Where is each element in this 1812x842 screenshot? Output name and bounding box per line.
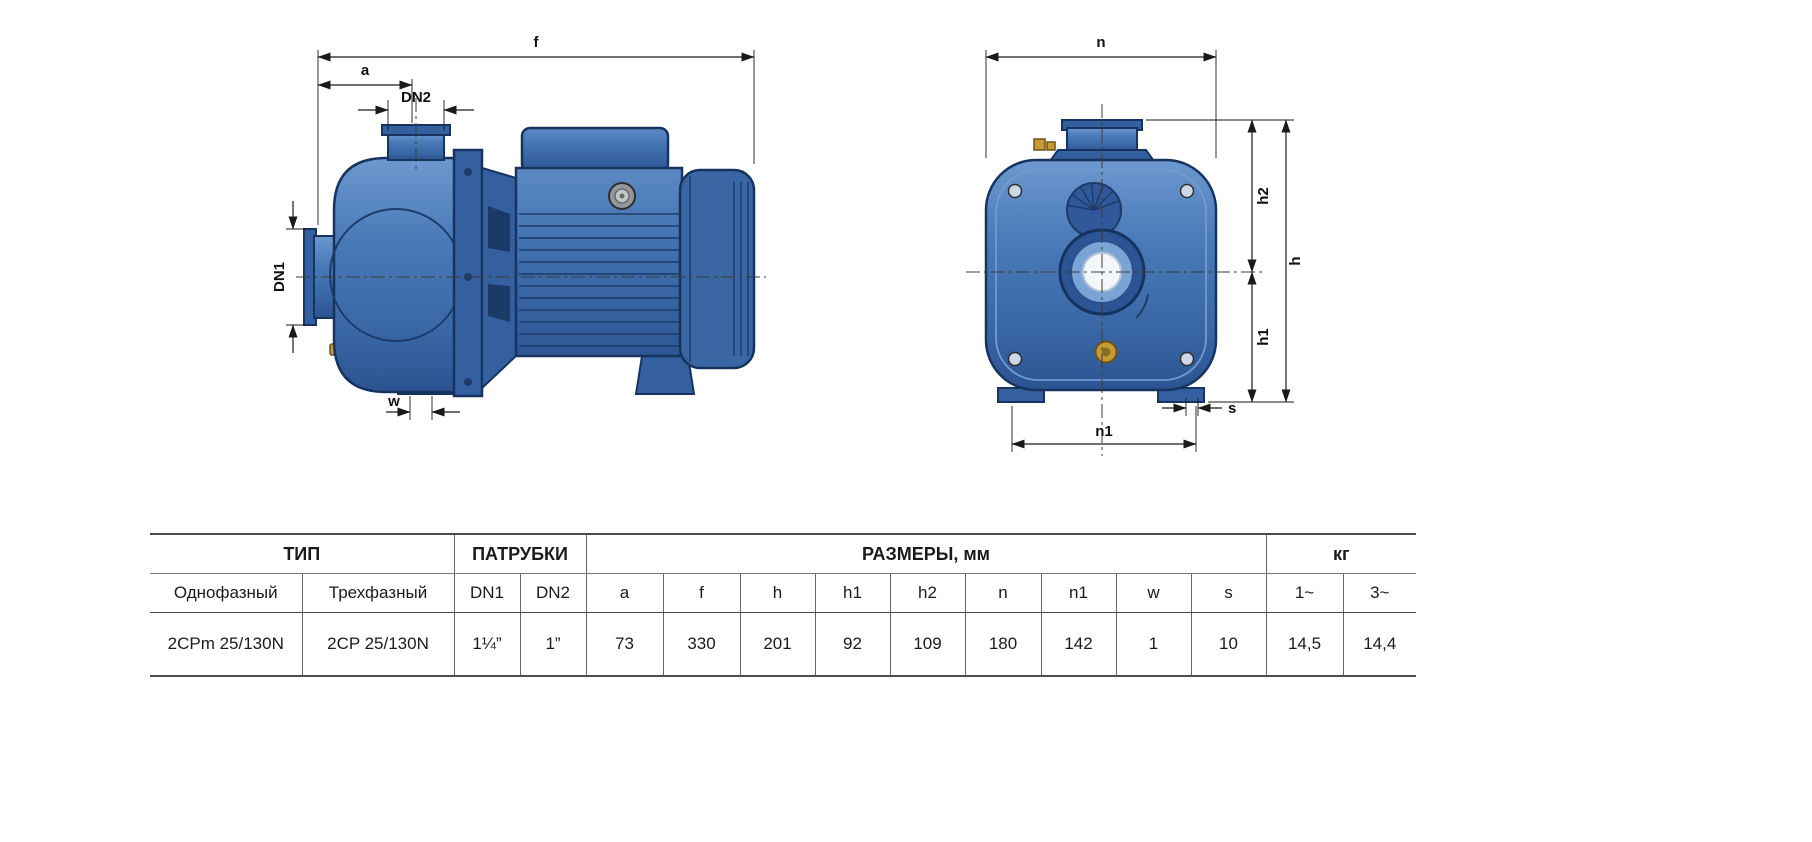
col-header-3ph-weight: 3~ bbox=[1342, 573, 1417, 613]
dim-label-f: f bbox=[534, 34, 540, 51]
value-weight-3ph: 14,4 bbox=[1342, 612, 1417, 676]
dimension-h1: h1 bbox=[1247, 271, 1272, 403]
terminal-box bbox=[520, 126, 670, 174]
bracket-window bbox=[488, 206, 510, 252]
group-header-dimensions: РАЗМЕРЫ, мм bbox=[585, 534, 1267, 574]
group-header-weight: кг bbox=[1265, 534, 1417, 574]
group-header-type: ТИП bbox=[150, 534, 454, 574]
col-header-n: n bbox=[964, 573, 1041, 613]
value-f: 330 bbox=[662, 612, 740, 676]
group-header-row: ТИП ПАТРУБКИ РАЗМЕРЫ, мм кг bbox=[150, 534, 1417, 574]
col-header-a: a bbox=[585, 573, 663, 613]
value-dn1: 1¼” bbox=[453, 612, 520, 676]
dimension-n: n bbox=[985, 34, 1217, 158]
column-header-row: Однофазный Трехфазный DN1 DN2 a f h h1 h… bbox=[150, 573, 1417, 613]
spec-data-row: 2CPm 25/130N 2CP 25/130N 1¼” 1” 73 330 2… bbox=[150, 612, 1417, 676]
dimension-dn2: DN2 bbox=[358, 89, 474, 131]
flange-bolt bbox=[464, 273, 472, 281]
pump-side-view: f a DN2 DN1 w bbox=[271, 34, 766, 420]
cable-gland-center bbox=[619, 193, 625, 199]
dim-label-n: n bbox=[1096, 34, 1105, 51]
motor-fins bbox=[519, 213, 681, 347]
dimension-w: w bbox=[386, 393, 460, 420]
dim-label-h2: h2 bbox=[1255, 187, 1272, 205]
corner-screw bbox=[1179, 351, 1195, 367]
dim-label-w: w bbox=[387, 393, 400, 410]
value-h1: 92 bbox=[814, 612, 890, 676]
corner-screw bbox=[1007, 351, 1023, 367]
col-header-f: f bbox=[662, 573, 740, 613]
value-model-three-phase: 2CP 25/130N bbox=[301, 612, 454, 676]
pump-dimension-drawing: f a DN2 DN1 w bbox=[271, 34, 1304, 456]
drain-plug-front-center bbox=[1101, 347, 1111, 357]
dim-label-h: h bbox=[1287, 256, 1304, 265]
brass-fitting bbox=[1046, 141, 1056, 151]
dim-label-dn2: DN2 bbox=[401, 89, 431, 106]
fan-cover-ribs bbox=[733, 182, 749, 356]
dim-label-s: s bbox=[1228, 400, 1236, 417]
dimension-dn1: DN1 bbox=[271, 201, 306, 353]
dimension-s: s bbox=[1162, 398, 1236, 417]
corner-screw bbox=[1007, 183, 1023, 199]
corner-screw bbox=[1179, 183, 1195, 199]
col-header-h1: h1 bbox=[814, 573, 890, 613]
value-n: 180 bbox=[964, 612, 1041, 676]
col-header-h: h bbox=[739, 573, 815, 613]
brass-fitting bbox=[1033, 138, 1046, 151]
value-s: 10 bbox=[1190, 612, 1267, 676]
front-body-inner-line bbox=[995, 169, 1207, 381]
pump-casing bbox=[332, 156, 460, 394]
value-w: 1 bbox=[1115, 612, 1191, 676]
technical-drawings: f a DN2 DN1 w bbox=[271, 34, 1304, 456]
value-model-single-phase: 2CPm 25/130N bbox=[167, 634, 284, 653]
col-header-dn2: DN2 bbox=[519, 573, 586, 613]
dim-label-a: a bbox=[361, 62, 370, 79]
pump-front-view: n h2 h1 h n1 bbox=[966, 34, 1304, 456]
motor-bracket bbox=[481, 166, 517, 391]
value-h: 201 bbox=[739, 612, 815, 676]
dimension-n1: n1 bbox=[1011, 406, 1197, 452]
bracket-window bbox=[488, 284, 510, 322]
col-header-h2: h2 bbox=[889, 573, 965, 613]
col-header-three-phase: Трехфазный bbox=[301, 573, 454, 613]
dim-label-h1: h1 bbox=[1255, 328, 1272, 346]
value-n1: 142 bbox=[1040, 612, 1116, 676]
group-header-connections: ПАТРУБКИ bbox=[453, 534, 586, 574]
col-header-1ph-weight: 1~ bbox=[1265, 573, 1344, 613]
col-header-single-phase: Однофазный bbox=[150, 573, 302, 613]
value-h2: 109 bbox=[889, 612, 965, 676]
dimension-h2: h2 bbox=[1247, 119, 1272, 273]
dimension-a: a bbox=[317, 62, 413, 123]
flange-bolt bbox=[464, 378, 472, 386]
col-header-s: s bbox=[1190, 573, 1267, 613]
dimension-h: h bbox=[1281, 119, 1304, 403]
value-dn2: 1” bbox=[519, 612, 586, 676]
spec-table-container: ТИП ПАТРУБКИ РАЗМЕРЫ, мм кг Однофазный Т… bbox=[150, 533, 1417, 677]
col-header-w: w bbox=[1115, 573, 1191, 613]
flange-bolt bbox=[464, 168, 472, 176]
dim-label-dn1: DN1 bbox=[271, 262, 288, 292]
value-weight-1ph: 14,5 bbox=[1265, 612, 1344, 676]
col-header-n1: n1 bbox=[1040, 573, 1116, 613]
dimension-f: f bbox=[317, 34, 755, 225]
value-a: 73 bbox=[585, 612, 663, 676]
col-header-dn1: DN1 bbox=[453, 573, 520, 613]
fan-cover bbox=[678, 168, 756, 370]
dim-label-n1: n1 bbox=[1095, 423, 1113, 440]
spec-table: ТИП ПАТРУБКИ РАЗМЕРЫ, мм кг Однофазный Т… bbox=[150, 533, 1417, 677]
louver-detail bbox=[1066, 182, 1122, 238]
body-accent-line bbox=[1135, 293, 1149, 319]
